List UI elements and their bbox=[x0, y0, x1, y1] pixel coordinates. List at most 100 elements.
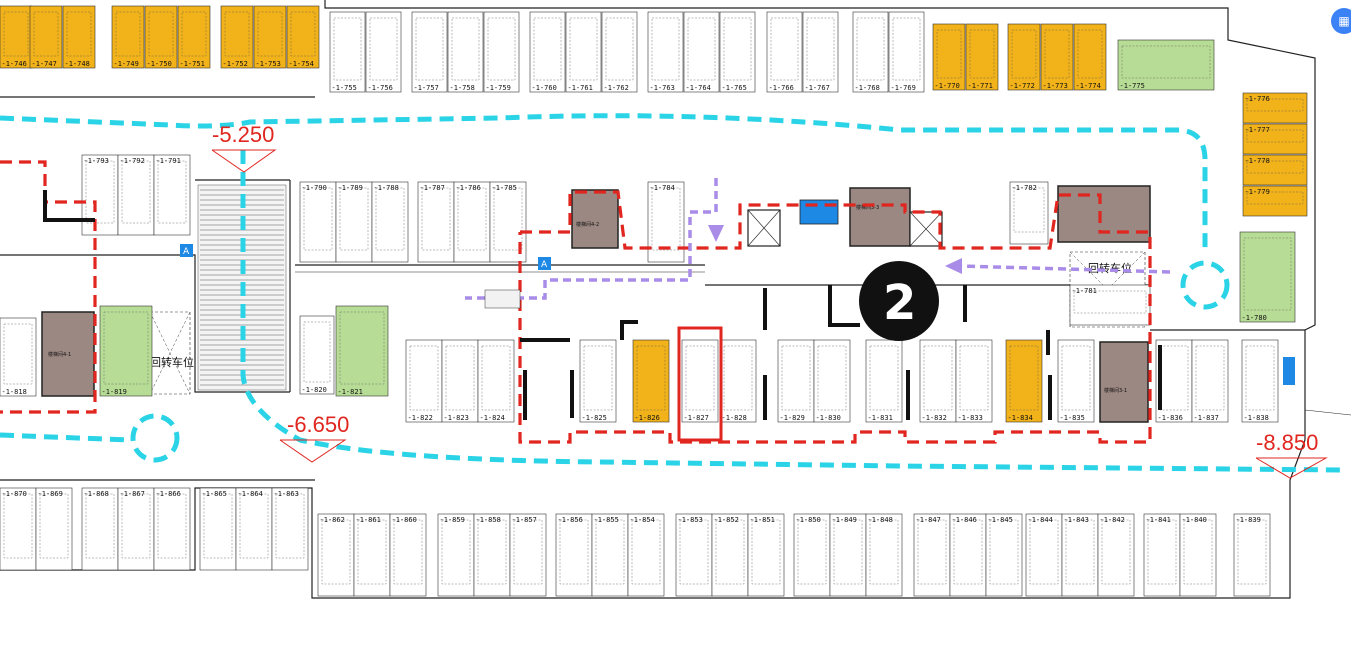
parking-space[interactable]: -1-869 bbox=[35, 487, 73, 571]
parking-space[interactable]: -1-867 bbox=[117, 487, 155, 571]
parking-space[interactable]: -1-746 bbox=[0, 5, 33, 69]
parking-space[interactable]: -1-828 bbox=[719, 339, 757, 423]
parking-space[interactable]: -1-835 bbox=[1057, 339, 1095, 423]
parking-space[interactable]: -1-782 bbox=[1009, 181, 1049, 245]
parking-space[interactable]: -1-778 bbox=[1242, 154, 1308, 186]
parking-space[interactable]: -1-780 bbox=[1239, 231, 1296, 323]
parking-space[interactable]: -1-834 bbox=[1005, 339, 1043, 423]
parking-space[interactable]: -1-825 bbox=[579, 339, 617, 423]
parking-space[interactable]: -1-757 bbox=[411, 11, 448, 93]
parking-space[interactable]: -1-766 bbox=[766, 11, 803, 93]
parking-space[interactable]: -1-849 bbox=[829, 513, 867, 597]
parking-space[interactable]: -1-786 bbox=[453, 181, 491, 263]
parking-space[interactable]: -1-762 bbox=[601, 11, 638, 93]
parking-space[interactable]: -1-858 bbox=[473, 513, 511, 597]
parking-space[interactable]: -1-846 bbox=[949, 513, 987, 597]
parking-space[interactable]: -1-771 bbox=[965, 23, 999, 91]
parking-space[interactable]: -1-789 bbox=[335, 181, 373, 263]
parking-space[interactable]: -1-848 bbox=[865, 513, 903, 597]
grid-icon[interactable]: ▦ bbox=[1331, 8, 1351, 34]
parking-space[interactable]: -1-863 bbox=[271, 487, 309, 571]
parking-space[interactable]: -1-792 bbox=[117, 154, 155, 236]
parking-space[interactable]: -1-832 bbox=[919, 339, 957, 423]
parking-space[interactable]: -1-774 bbox=[1073, 23, 1107, 91]
parking-space[interactable]: -1-859 bbox=[437, 513, 475, 597]
parking-space[interactable]: -1-866 bbox=[153, 487, 191, 571]
parking-space[interactable]: -1-865 bbox=[199, 487, 237, 571]
parking-space[interactable]: -1-754 bbox=[286, 5, 320, 69]
parking-space[interactable]: -1-777 bbox=[1242, 123, 1308, 155]
parking-space[interactable]: -1-765 bbox=[719, 11, 756, 93]
parking-space[interactable]: -1-831 bbox=[865, 339, 903, 423]
parking-space[interactable]: -1-767 bbox=[802, 11, 839, 93]
parking-space[interactable]: -1-781 bbox=[1069, 284, 1151, 326]
parking-space[interactable]: -1-843 bbox=[1061, 513, 1099, 597]
parking-space[interactable]: -1-775 bbox=[1117, 39, 1215, 91]
parking-space[interactable]: -1-768 bbox=[852, 11, 889, 93]
parking-space[interactable]: -1-790 bbox=[299, 181, 337, 263]
parking-space[interactable]: -1-851 bbox=[747, 513, 785, 597]
parking-space[interactable]: -1-788 bbox=[371, 181, 409, 263]
parking-space[interactable]: -1-839 bbox=[1233, 513, 1271, 597]
parking-space[interactable]: -1-760 bbox=[529, 11, 566, 93]
parking-space[interactable]: -1-751 bbox=[177, 5, 211, 69]
parking-space[interactable]: -1-827 bbox=[681, 339, 719, 423]
parking-space[interactable]: -1-852 bbox=[711, 513, 749, 597]
parking-space[interactable]: -1-853 bbox=[675, 513, 713, 597]
parking-space[interactable]: -1-844 bbox=[1025, 513, 1063, 597]
parking-space[interactable]: -1-752 bbox=[220, 5, 254, 69]
parking-space[interactable]: -1-758 bbox=[447, 11, 484, 93]
parking-space[interactable]: -1-855 bbox=[591, 513, 629, 597]
parking-space[interactable]: -1-750 bbox=[144, 5, 178, 69]
parking-space[interactable]: -1-850 bbox=[793, 513, 831, 597]
parking-space[interactable]: -1-868 bbox=[81, 487, 119, 571]
parking-space[interactable]: -1-823 bbox=[441, 339, 479, 423]
parking-space[interactable]: -1-756 bbox=[365, 11, 402, 93]
parking-space[interactable]: -1-841 bbox=[1143, 513, 1181, 597]
parking-space[interactable]: -1-862 bbox=[317, 513, 355, 597]
parking-space[interactable]: -1-845 bbox=[985, 513, 1023, 597]
parking-space[interactable]: -1-820 bbox=[299, 315, 335, 395]
parking-space[interactable]: -1-784 bbox=[647, 181, 685, 263]
parking-space[interactable]: -1-763 bbox=[647, 11, 684, 93]
parking-space[interactable]: -1-772 bbox=[1007, 23, 1041, 91]
parking-space[interactable]: -1-770 bbox=[932, 23, 966, 91]
parking-space[interactable]: -1-769 bbox=[888, 11, 925, 93]
parking-space[interactable]: -1-824 bbox=[477, 339, 515, 423]
parking-space[interactable]: -1-861 bbox=[353, 513, 391, 597]
parking-space[interactable]: -1-856 bbox=[555, 513, 593, 597]
parking-space[interactable]: -1-759 bbox=[483, 11, 520, 93]
parking-space[interactable]: -1-819 bbox=[99, 305, 153, 397]
parking-space[interactable]: -1-837 bbox=[1191, 339, 1229, 423]
parking-space[interactable]: -1-829 bbox=[777, 339, 815, 423]
parking-space[interactable]: -1-840 bbox=[1179, 513, 1217, 597]
parking-space[interactable]: -1-821 bbox=[335, 305, 389, 397]
parking-space[interactable]: -1-864 bbox=[235, 487, 273, 571]
parking-space[interactable]: -1-842 bbox=[1097, 513, 1135, 597]
parking-space[interactable]: -1-870 bbox=[0, 487, 37, 571]
parking-space[interactable]: -1-791 bbox=[153, 154, 191, 236]
parking-space[interactable]: -1-776 bbox=[1242, 92, 1308, 124]
parking-space[interactable]: -1-761 bbox=[565, 11, 602, 93]
parking-space[interactable]: -1-833 bbox=[955, 339, 993, 423]
parking-space[interactable]: -1-818 bbox=[0, 317, 37, 397]
parking-space[interactable]: -1-822 bbox=[405, 339, 443, 423]
parking-space[interactable]: -1-747 bbox=[29, 5, 63, 69]
parking-space[interactable]: -1-854 bbox=[627, 513, 665, 597]
parking-space[interactable]: -1-748 bbox=[62, 5, 96, 69]
parking-space[interactable]: -1-847 bbox=[913, 513, 951, 597]
parking-space[interactable]: -1-753 bbox=[253, 5, 287, 69]
parking-space[interactable]: -1-764 bbox=[683, 11, 720, 93]
parking-space[interactable]: -1-749 bbox=[111, 5, 145, 69]
zone-badge[interactable]: 2 bbox=[859, 261, 939, 341]
parking-space[interactable]: -1-793 bbox=[81, 154, 119, 236]
highlighted-space-marker[interactable] bbox=[677, 326, 723, 442]
parking-space[interactable]: -1-857 bbox=[509, 513, 547, 597]
parking-space[interactable]: -1-779 bbox=[1242, 185, 1308, 217]
parking-space[interactable]: -1-830 bbox=[813, 339, 851, 423]
parking-space[interactable]: -1-773 bbox=[1040, 23, 1074, 91]
parking-space[interactable]: -1-860 bbox=[389, 513, 427, 597]
parking-space[interactable]: -1-838 bbox=[1241, 339, 1279, 423]
parking-space[interactable]: -1-826 bbox=[632, 339, 670, 423]
parking-space[interactable]: -1-787 bbox=[417, 181, 455, 263]
